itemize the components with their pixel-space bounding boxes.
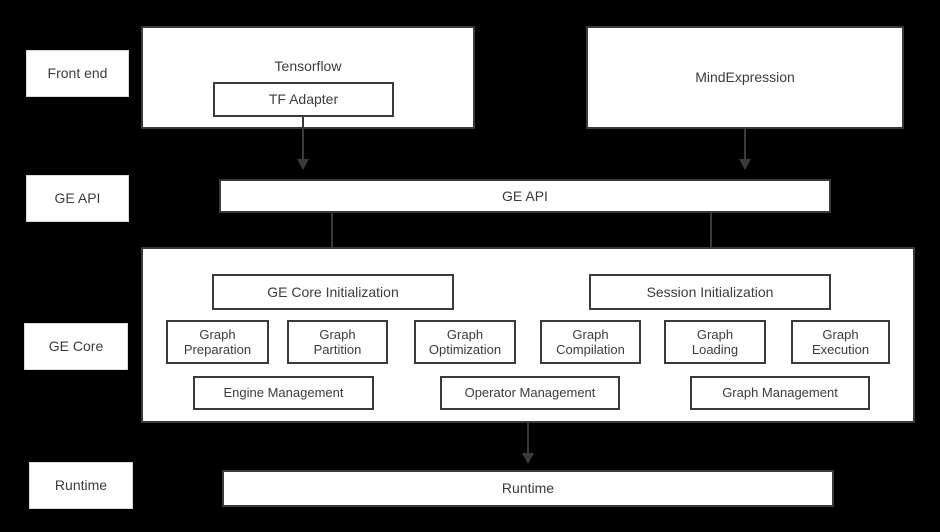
management-operator[interactable]: Operator Management <box>440 376 620 410</box>
stage-label-text: GE Core <box>48 338 104 355</box>
module-label: Graph Loading <box>691 326 739 357</box>
module-graph-loading[interactable]: Graph Loading <box>664 320 766 364</box>
session-initialization-box[interactable]: Session Initialization <box>589 274 831 310</box>
session-initialization-label: Session Initialization <box>646 283 774 300</box>
module-label: Graph Preparation <box>183 326 252 357</box>
stage-label-runtime: Runtime <box>29 462 133 509</box>
module-label: Graph Compilation <box>556 326 625 357</box>
stage-label-ge-api: GE API <box>26 175 129 222</box>
module-graph-preparation[interactable]: Graph Preparation <box>166 320 269 364</box>
runtime-label: Runtime <box>501 480 555 497</box>
stage-label-text: Runtime <box>54 477 108 494</box>
stage-label-ge-core: GE Core <box>24 323 128 370</box>
module-graph-partition[interactable]: Graph Partition <box>287 320 388 364</box>
management-label: Graph Management <box>722 385 838 401</box>
module-graph-execution[interactable]: Graph Execution <box>791 320 890 364</box>
runtime-bar[interactable]: Runtime <box>222 470 834 507</box>
stage-label-front-end: Front end <box>26 50 129 97</box>
framework-title: Tensorflow <box>274 58 342 74</box>
ge-api-label: GE API <box>502 187 548 204</box>
module-graph-compilation[interactable]: Graph Compilation <box>540 320 641 364</box>
tf-adapter-label: TF Adapter <box>268 91 339 108</box>
framework-title: MindExpression <box>695 69 795 86</box>
framework-mindexpression: MindExpression <box>586 26 904 129</box>
management-label: Operator Management <box>464 385 596 401</box>
stage-label-text: GE API <box>54 190 101 207</box>
tf-adapter-box[interactable]: TF Adapter <box>213 82 394 117</box>
ge-core-initialization-box[interactable]: GE Core Initialization <box>212 274 454 310</box>
ge-core-initialization-label: GE Core Initialization <box>267 283 399 300</box>
module-graph-optimization[interactable]: Graph Optimization <box>414 320 516 364</box>
management-engine[interactable]: Engine Management <box>193 376 374 410</box>
module-label: Graph Execution <box>811 326 870 357</box>
stage-label-text: Front end <box>47 65 108 82</box>
management-label: Engine Management <box>223 385 344 401</box>
ge-api-bar[interactable]: GE API <box>219 179 831 213</box>
module-label: Graph Partition <box>313 326 362 357</box>
module-label: Graph Optimization <box>428 326 502 357</box>
management-graph[interactable]: Graph Management <box>690 376 870 410</box>
